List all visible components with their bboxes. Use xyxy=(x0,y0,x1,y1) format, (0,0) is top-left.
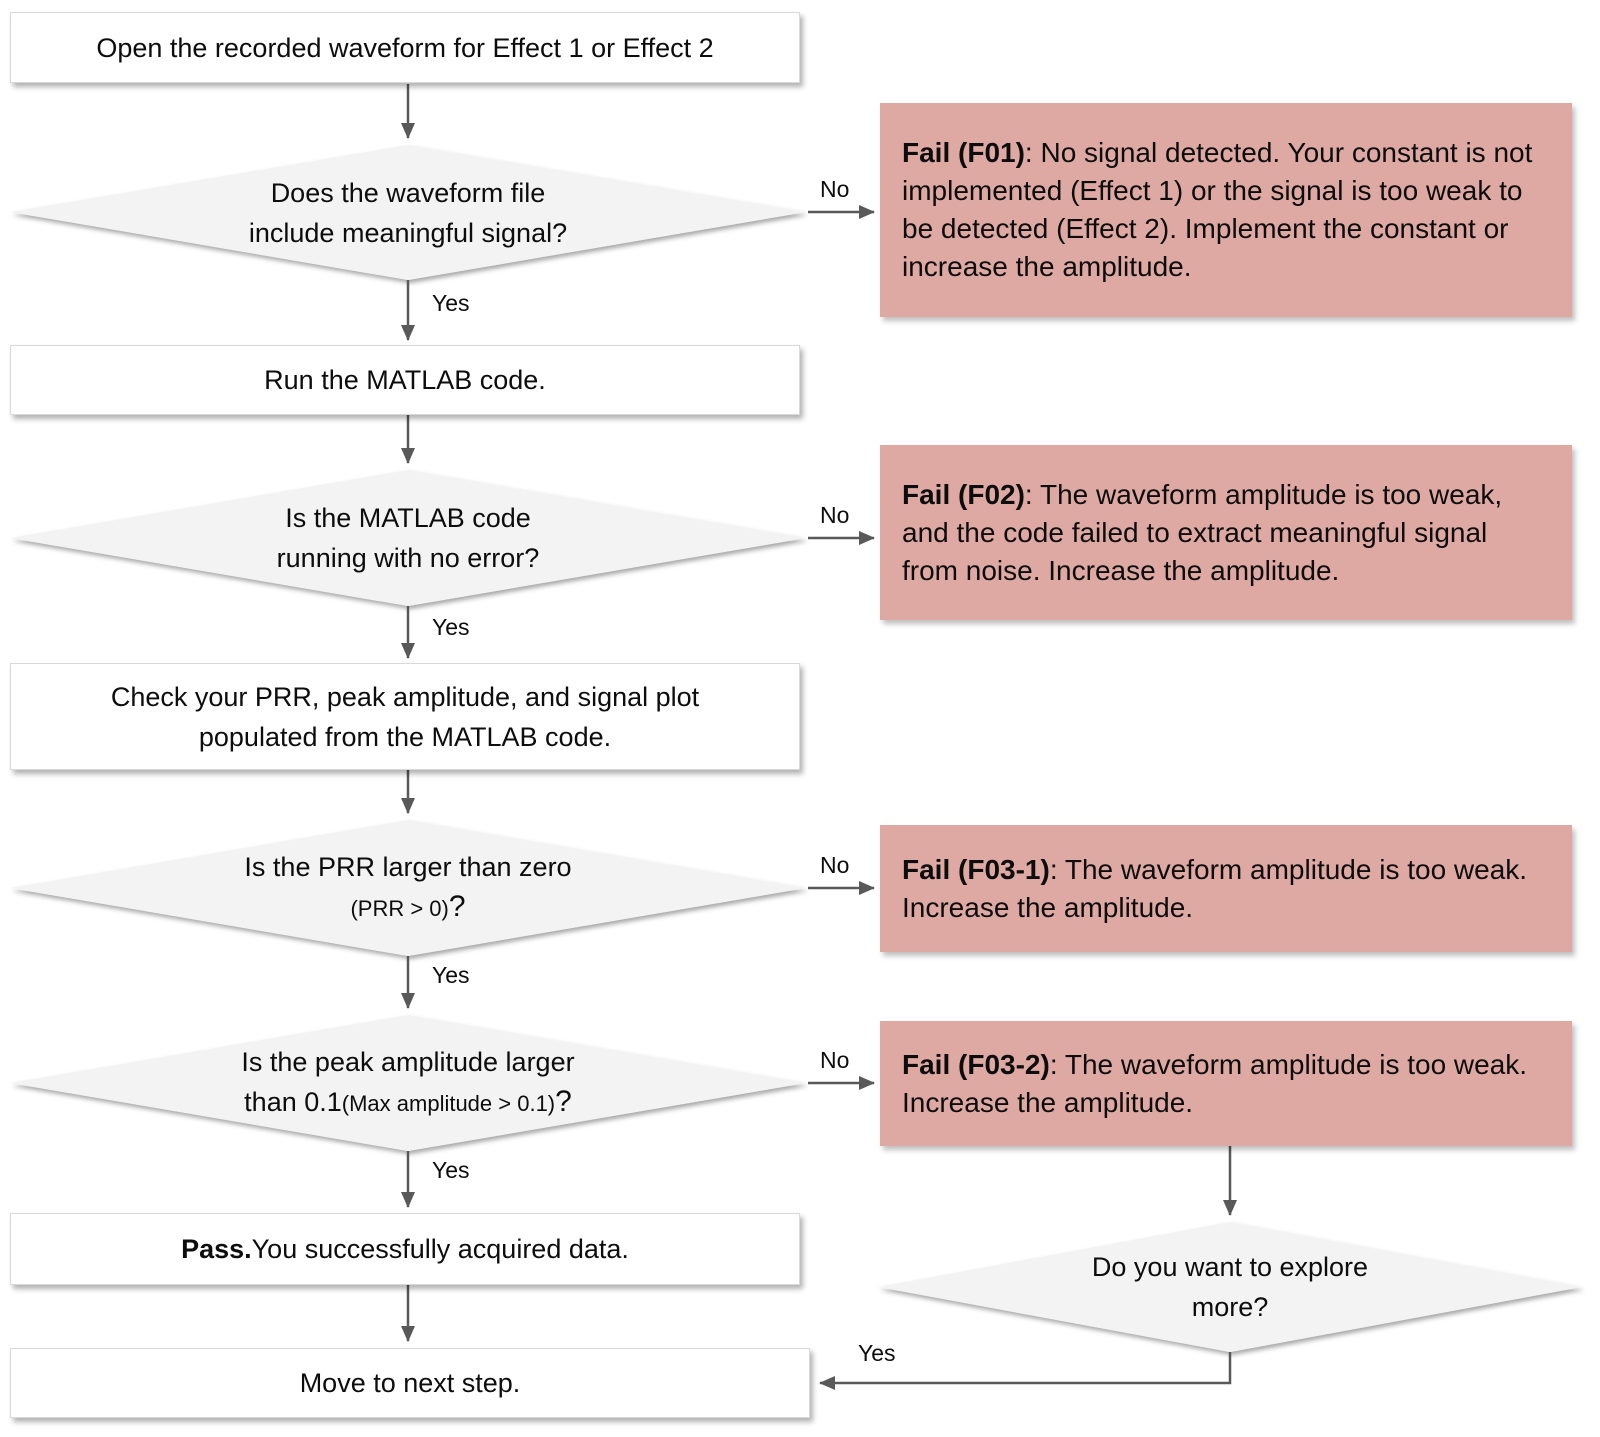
fail-f01-body: : No signal detected. Your constant is n… xyxy=(902,137,1533,282)
fail-f03-2-text: Fail (F03-2): The waveform amplitude is … xyxy=(902,1046,1550,1122)
process-check-prr-line2: populated from the MATLAB code. xyxy=(198,721,612,752)
edge-label-yes-explore: Yes xyxy=(858,1340,896,1366)
fail-f02-label: Fail (F02) xyxy=(902,478,1025,510)
edge-label-yes-1: Yes xyxy=(432,290,470,316)
fail-f03-1-label: Fail (F03-1) xyxy=(902,853,1050,885)
edge-label-yes-3: Yes xyxy=(432,962,470,988)
arrow-d5-yes-next xyxy=(819,1352,1232,1390)
process-open-waveform-label: Open the recorded waveform for Effect 1 … xyxy=(96,32,714,63)
fail-f03-2-label: Fail (F03-2) xyxy=(902,1048,1050,1080)
fail-f01-text: Fail (F01): No signal detected. Your con… xyxy=(902,134,1550,286)
edge-label-no-4: No xyxy=(820,1047,850,1073)
process-open-waveform: Open the recorded waveform for Effect 1 … xyxy=(10,12,800,83)
decision-explore-more xyxy=(878,1222,1582,1352)
pass-label: Pass. xyxy=(181,1234,252,1264)
process-pass: Pass. You successfully acquired data. xyxy=(10,1213,800,1285)
edge-label-yes-2: Yes xyxy=(432,614,470,640)
edge-label-yes-4: Yes xyxy=(432,1157,470,1183)
process-run-matlab-label: Run the MATLAB code. xyxy=(264,365,546,395)
edge-label-no-1: No xyxy=(820,176,850,202)
decision-prr-positive xyxy=(10,820,806,956)
fail-f03-1-body: : The waveform amplitude is too weak. In… xyxy=(902,853,1528,923)
fail-f02-box: Fail (F02): The waveform amplitude is to… xyxy=(880,445,1572,620)
process-next-step-label: Move to next step. xyxy=(299,1368,521,1398)
decision-matlab-error xyxy=(10,470,806,606)
fail-f02-text: Fail (F02): The waveform amplitude is to… xyxy=(902,476,1550,590)
edge-label-no-2: No xyxy=(820,502,850,528)
process-run-matlab: Run the MATLAB code. xyxy=(10,345,800,415)
decision-peak-amplitude xyxy=(10,1015,806,1151)
process-check-prr-line1: Check your PRR, peak amplitude, and sign… xyxy=(110,681,700,712)
process-check-prr: Check your PRR, peak amplitude, and sign… xyxy=(10,663,800,770)
process-next-step: Move to next step. xyxy=(10,1348,810,1418)
fail-f03-1-box: Fail (F03-1): The waveform amplitude is … xyxy=(880,825,1572,952)
decision-waveform-signal xyxy=(10,145,806,280)
fail-f03-1-text: Fail (F03-1): The waveform amplitude is … xyxy=(902,851,1550,927)
fail-f01-label: Fail (F01) xyxy=(902,137,1025,168)
fail-f03-2-box: Fail (F03-2): The waveform amplitude is … xyxy=(880,1021,1572,1146)
edge-label-no-3: No xyxy=(820,852,850,878)
fail-f02-body: : The waveform amplitude is too weak, an… xyxy=(902,478,1503,586)
fail-f01-box: Fail (F01): No signal detected. Your con… xyxy=(880,103,1572,317)
pass-text: You successfully acquired data. xyxy=(251,1234,629,1264)
fail-f03-2-body: : The waveform amplitude is too weak. In… xyxy=(902,1048,1528,1118)
